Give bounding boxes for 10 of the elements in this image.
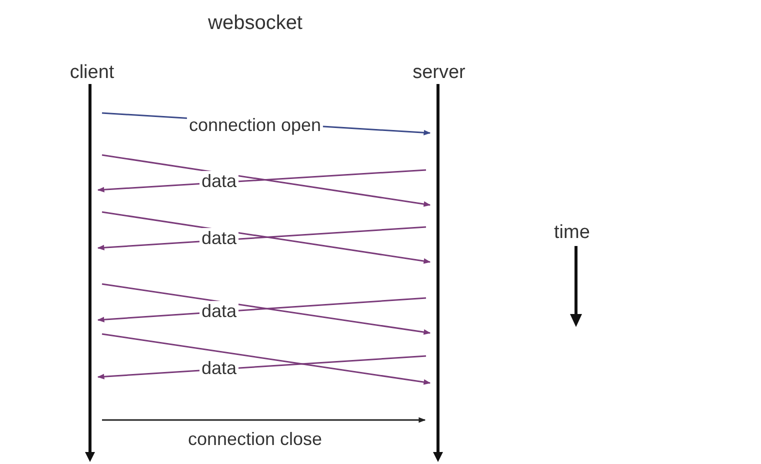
message-arrow [102, 333, 431, 385]
message-arrow [102, 283, 431, 335]
participant-label: server [412, 62, 466, 84]
diagram-title: websocket [208, 12, 302, 35]
participant-label: client [68, 62, 116, 84]
message-arrow [102, 154, 431, 207]
message-arrow [102, 211, 431, 264]
message-arrow [102, 417, 426, 423]
edge-label: connection open [186, 115, 324, 135]
axis-label: time [554, 222, 590, 244]
